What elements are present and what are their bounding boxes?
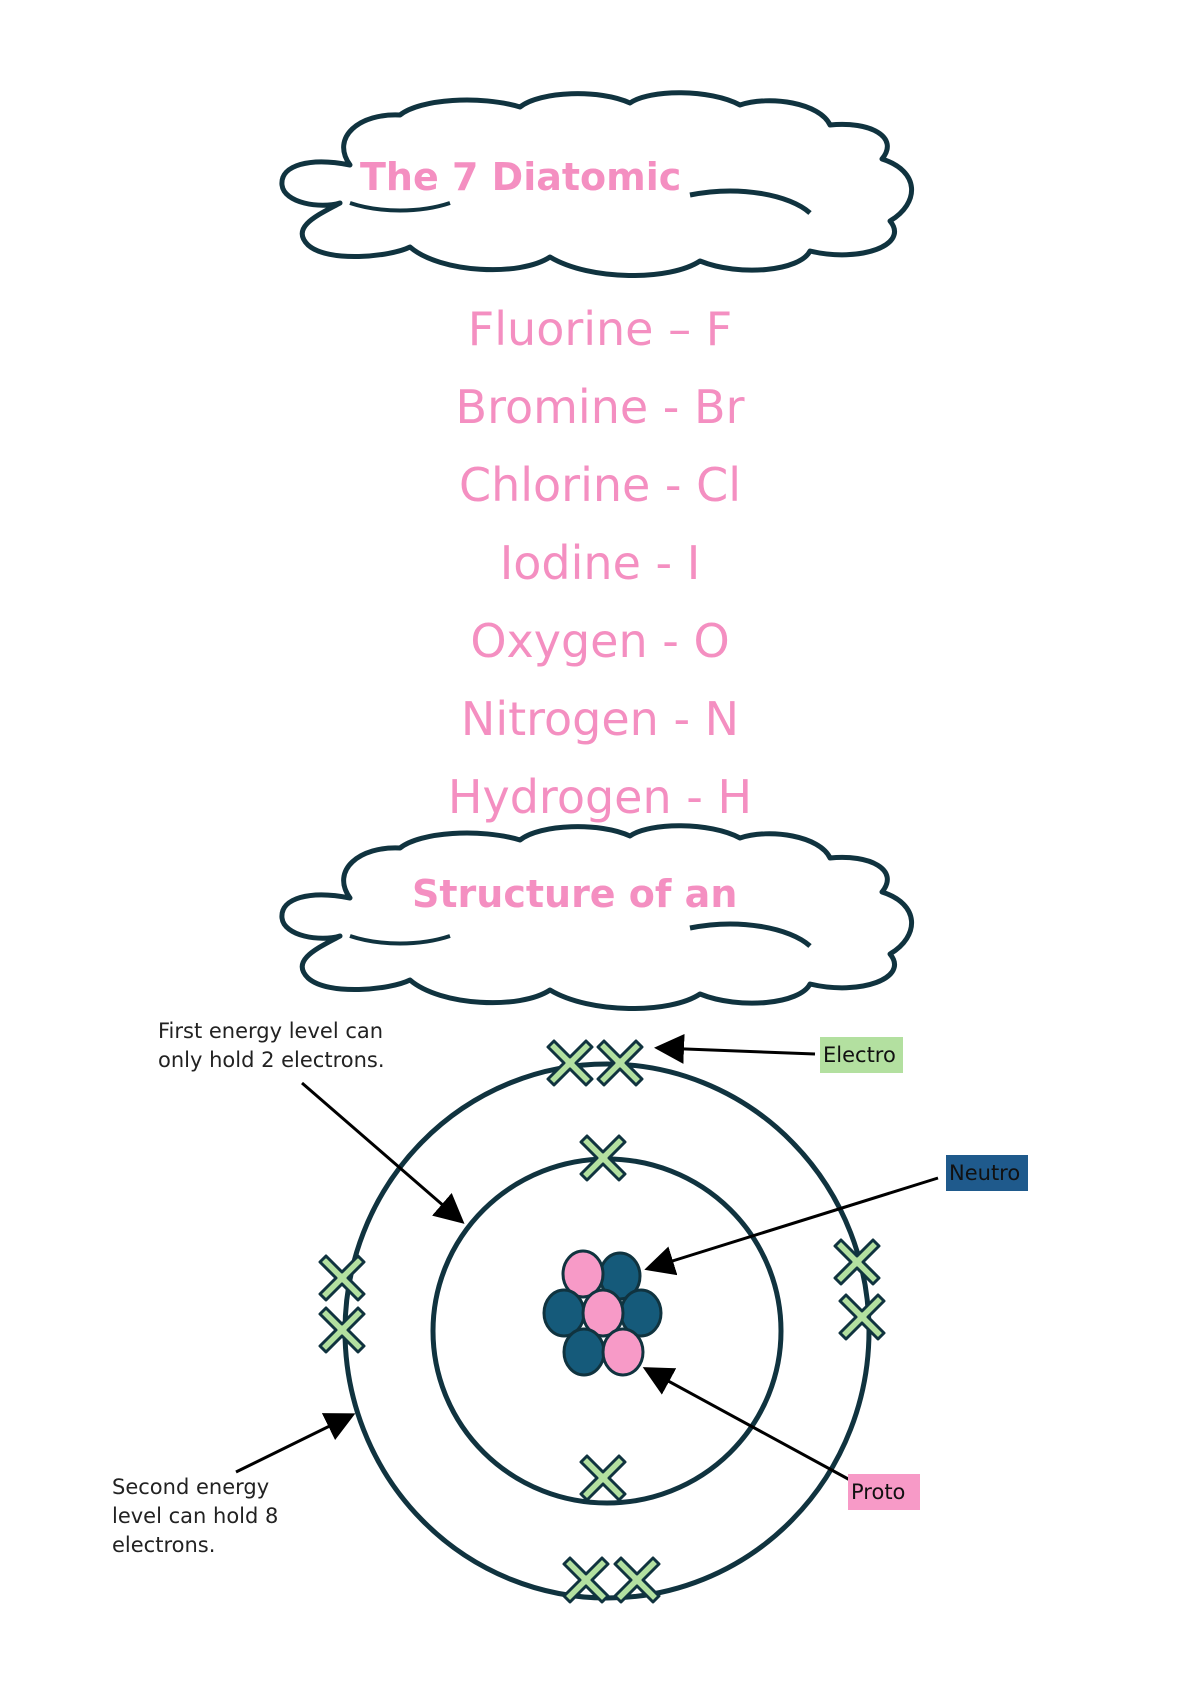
electron-x — [318, 1306, 366, 1354]
arrow-second-level — [235, 1413, 356, 1474]
section-title: Structure of an — [412, 872, 738, 916]
electron-x — [838, 1293, 886, 1341]
title-cloud — [279, 90, 915, 279]
list-item: Hydrogen - H — [447, 770, 753, 824]
list-item: Nitrogen - N — [460, 692, 740, 746]
list-item: Fluorine – F — [467, 302, 733, 356]
electron-x — [579, 1454, 627, 1502]
note-second-energy-level: Second energy level can hold 8 electrons… — [112, 1475, 279, 1557]
arrow-neutron — [644, 1176, 939, 1276]
arrow-first-level — [301, 1081, 465, 1224]
arrow-electron — [654, 1033, 816, 1064]
list-item: Chlorine - Cl — [458, 458, 742, 512]
diatomic-element-list: Fluorine – F Bromine - Br Chlorine - Cl … — [350, 290, 850, 836]
proton-ball — [561, 1249, 605, 1299]
page-title: The 7 Diatomic — [360, 155, 682, 199]
nucleus — [542, 1249, 663, 1377]
arrow-proton — [642, 1367, 851, 1482]
list-item: Bromine - Br — [455, 380, 745, 434]
neutron-ball — [562, 1327, 606, 1377]
proton-ball — [601, 1327, 645, 1377]
electron-x — [318, 1254, 366, 1302]
label-proton: Proto — [848, 1474, 920, 1510]
section-cloud — [279, 823, 915, 1012]
list-item: Oxygen - O — [470, 614, 730, 668]
proton-ball — [581, 1288, 625, 1338]
list-item: Iodine - I — [499, 536, 701, 590]
label-neutron: Neutro — [946, 1155, 1028, 1191]
label-electron: Electro — [820, 1037, 903, 1073]
note-first-energy-level: First energy level can only hold 2 elect… — [158, 1019, 385, 1072]
